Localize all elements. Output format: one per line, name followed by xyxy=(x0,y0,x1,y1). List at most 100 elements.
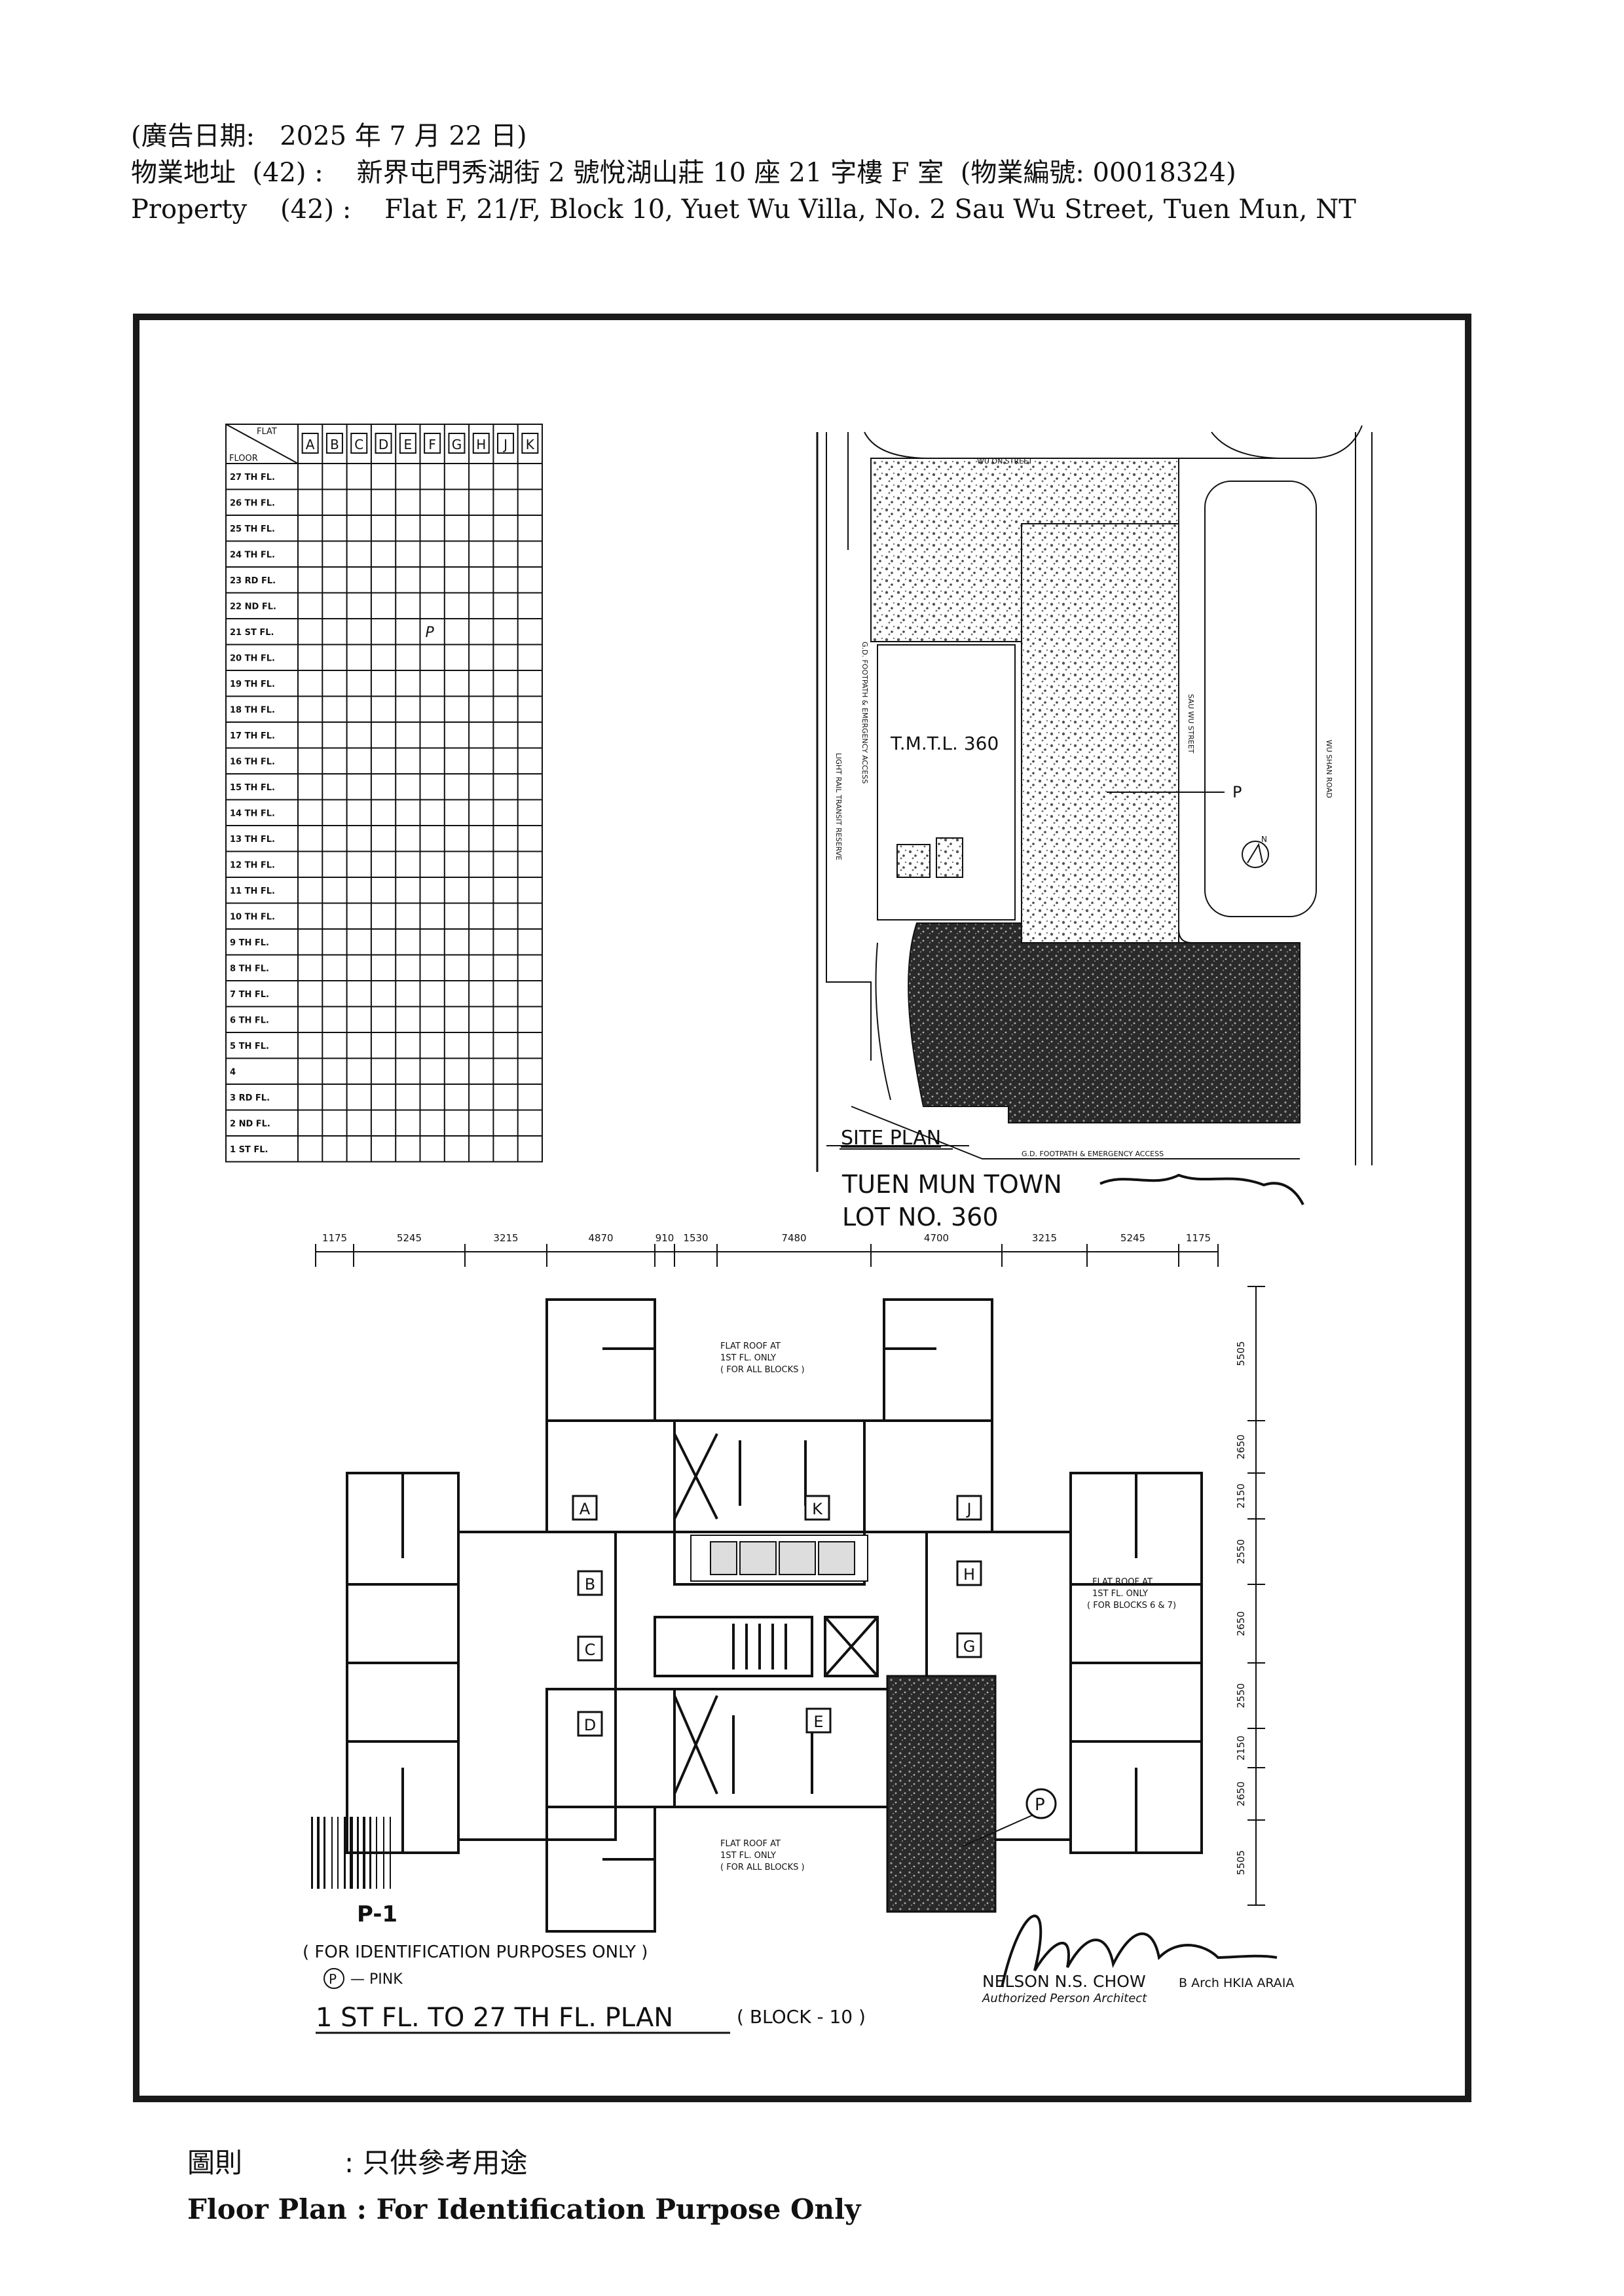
schedule-floor-label: 11 TH FL. xyxy=(230,886,275,896)
roof-note-1-line2: 1ST FL. ONLY xyxy=(720,1353,776,1363)
barcode-label: P-1 xyxy=(357,1901,397,1927)
schedule-floor-label: 20 TH FL. xyxy=(230,653,275,663)
site-plan-street-top: WU ON STREET xyxy=(977,457,1033,465)
barcode-bar xyxy=(331,1817,333,1889)
footer-english: Floor Plan : For Identification Purpose … xyxy=(187,2193,861,2225)
schedule-floor-label: 12 TH FL. xyxy=(230,860,275,870)
schedule-floor-label: 22 ND FL. xyxy=(230,602,276,611)
identification-note: ( FOR IDENTIFICATION PURPOSES ONLY ) xyxy=(303,1942,648,1962)
dimension-right-label: 2650 xyxy=(1235,1611,1247,1636)
schedule-flat-head: E xyxy=(404,437,413,452)
schedule-floor-label: 10 TH FL. xyxy=(230,912,275,922)
schedule-floor-label: 4 xyxy=(230,1067,236,1077)
plan-title: 1 ST FL. TO 27 TH FL. PLAN xyxy=(316,2003,673,2033)
schedule-flat-head: C xyxy=(354,437,363,452)
schedule-flat-head: J xyxy=(502,437,507,452)
floor-plan-flat-tag: H xyxy=(963,1565,975,1584)
schedule-floor-label: 24 TH FL. xyxy=(230,550,275,560)
schedule-floor-label: 23 RD FL. xyxy=(230,576,276,586)
dimension-top-label: 4870 xyxy=(588,1232,613,1244)
site-plan-scribble xyxy=(1099,1173,1304,1205)
schedule-floor-label: 25 TH FL. xyxy=(230,524,275,534)
dimension-top-label: 1175 xyxy=(322,1232,347,1244)
site-plan-blocks-east xyxy=(1021,523,1179,943)
dimension-right-label: 2650 xyxy=(1235,1781,1247,1806)
schedule-floor-label: 19 TH FL. xyxy=(230,680,275,689)
schedule-flat-box xyxy=(424,433,441,454)
site-plan-street-left2: G.D. FOOTPATH & EMERGENCY ACCESS xyxy=(860,642,869,784)
schedule-outline xyxy=(225,424,543,1163)
schedule-flat-box xyxy=(325,433,343,454)
barcode-bar xyxy=(350,1817,353,1889)
site-plan-street-right: WU SHAN ROAD xyxy=(1325,740,1333,798)
site-plan-street-bottom: G.D. FOOTPATH & EMERGENCY ACCESS xyxy=(1022,1150,1164,1158)
site-plan: WU ON STREET LIGHT RAIL TRANSIT RESERVE … xyxy=(816,425,1373,1231)
site-plan-park xyxy=(1204,481,1317,917)
advert-date: (廣告日期: 2025 年 7 月 22 日) xyxy=(131,121,527,151)
floor-plan-flat-tag-box xyxy=(804,1495,830,1521)
schedule-flat-head: A xyxy=(306,437,315,452)
floor-plan-walls xyxy=(346,1298,1203,1933)
floor-plan-flat-tag: C xyxy=(585,1641,596,1659)
barcode-bar xyxy=(363,1817,365,1889)
schedule-floor-label: 18 TH FL. xyxy=(230,705,275,715)
architect-signature xyxy=(1001,1914,1278,1988)
schedule-flat-box xyxy=(497,433,515,454)
schedule-flat-box xyxy=(301,433,319,454)
floor-plan-flat-tag: D xyxy=(584,1716,596,1734)
schedule-flat-box xyxy=(472,433,490,454)
schedule-floor-label: 16 TH FL. xyxy=(230,757,275,767)
dimension-right-label: 2550 xyxy=(1235,1683,1247,1708)
plan-block: ( BLOCK - 10 ) xyxy=(737,2006,866,2028)
schedule-floor-label: 9 TH FL. xyxy=(230,938,269,948)
footer-cn-text: : 只供參考用途 xyxy=(344,2147,528,2179)
barcode-bar xyxy=(337,1817,339,1889)
dimension-top-label: 4700 xyxy=(924,1232,949,1244)
dimension-right-label: 2150 xyxy=(1235,1736,1247,1760)
schedule-floor-label: 21 ST FL. xyxy=(230,628,274,638)
roof-note-2-line2: 1ST FL. ONLY xyxy=(1092,1589,1148,1599)
schedule-flat-box xyxy=(375,433,392,454)
site-plan-lot-label: T.M.T.L. 360 xyxy=(890,733,999,754)
floor-plan-flat-tag: B xyxy=(585,1575,595,1594)
schedule-flat-head: D xyxy=(378,437,388,452)
floor-plan-frame xyxy=(133,314,1471,2102)
roof-note-3-line3: ( FOR ALL BLOCKS ) xyxy=(720,1863,805,1872)
schedule-corner-flat: FLAT xyxy=(257,427,277,437)
property-flat-f-shaded xyxy=(886,1675,997,1913)
architect-quals: B Arch HKIA ARAIA xyxy=(1179,1976,1294,1990)
roof-note-2-line1: FLAT ROOF AT xyxy=(1092,1577,1153,1587)
schedule-flat-head: F xyxy=(428,437,436,452)
dimension-top-label: 7480 xyxy=(781,1232,806,1244)
floor-plan-flat-tag-box xyxy=(956,1560,982,1586)
floor-plan-flat-tag-box xyxy=(805,1707,832,1734)
footer-cn-label: 圖則 xyxy=(187,2147,243,2179)
site-plan-street-left: LIGHT RAIL TRANSIT RESERVE xyxy=(834,753,843,860)
barcode-bar xyxy=(369,1817,371,1889)
dimension-top-label: 3215 xyxy=(493,1232,518,1244)
schedule-floor-label: 15 TH FL. xyxy=(230,783,275,793)
barcode-bar xyxy=(344,1817,346,1889)
roof-note-1-line1: FLAT ROOF AT xyxy=(720,1341,781,1351)
floor-plan-flat-tag-box xyxy=(577,1635,603,1662)
north-arrow-icon xyxy=(1242,841,1269,868)
schedule-floor-label: 26 TH FL. xyxy=(230,498,275,508)
schedule-floor-label: 1 ST FL. xyxy=(230,1145,268,1155)
roof-note-3-line1: FLAT ROOF AT xyxy=(720,1839,781,1849)
floor-plan-flat-tag-box xyxy=(956,1495,982,1521)
barcode-bar xyxy=(317,1817,320,1889)
schedule-property-mark: P xyxy=(426,625,435,641)
schedule-flat-box xyxy=(399,433,416,454)
architect-role: Authorized Person Architect xyxy=(982,1992,1147,2005)
property-address-chinese: 物業地址 (42) : 新界屯門秀湖街 2 號悅湖山莊 10 座 21 字樓 F… xyxy=(131,158,1236,188)
dimension-top-label: 3215 xyxy=(1032,1232,1057,1244)
schedule-flat-box xyxy=(448,433,466,454)
barcode-bar xyxy=(383,1817,384,1889)
site-plan-open-area xyxy=(877,644,1016,920)
schedule-flat-head: B xyxy=(330,437,339,452)
dimension-right-label: 5505 xyxy=(1235,1850,1247,1875)
dimension-top-label: 1530 xyxy=(683,1232,708,1244)
schedule-floor-label: 14 TH FL. xyxy=(230,809,275,818)
